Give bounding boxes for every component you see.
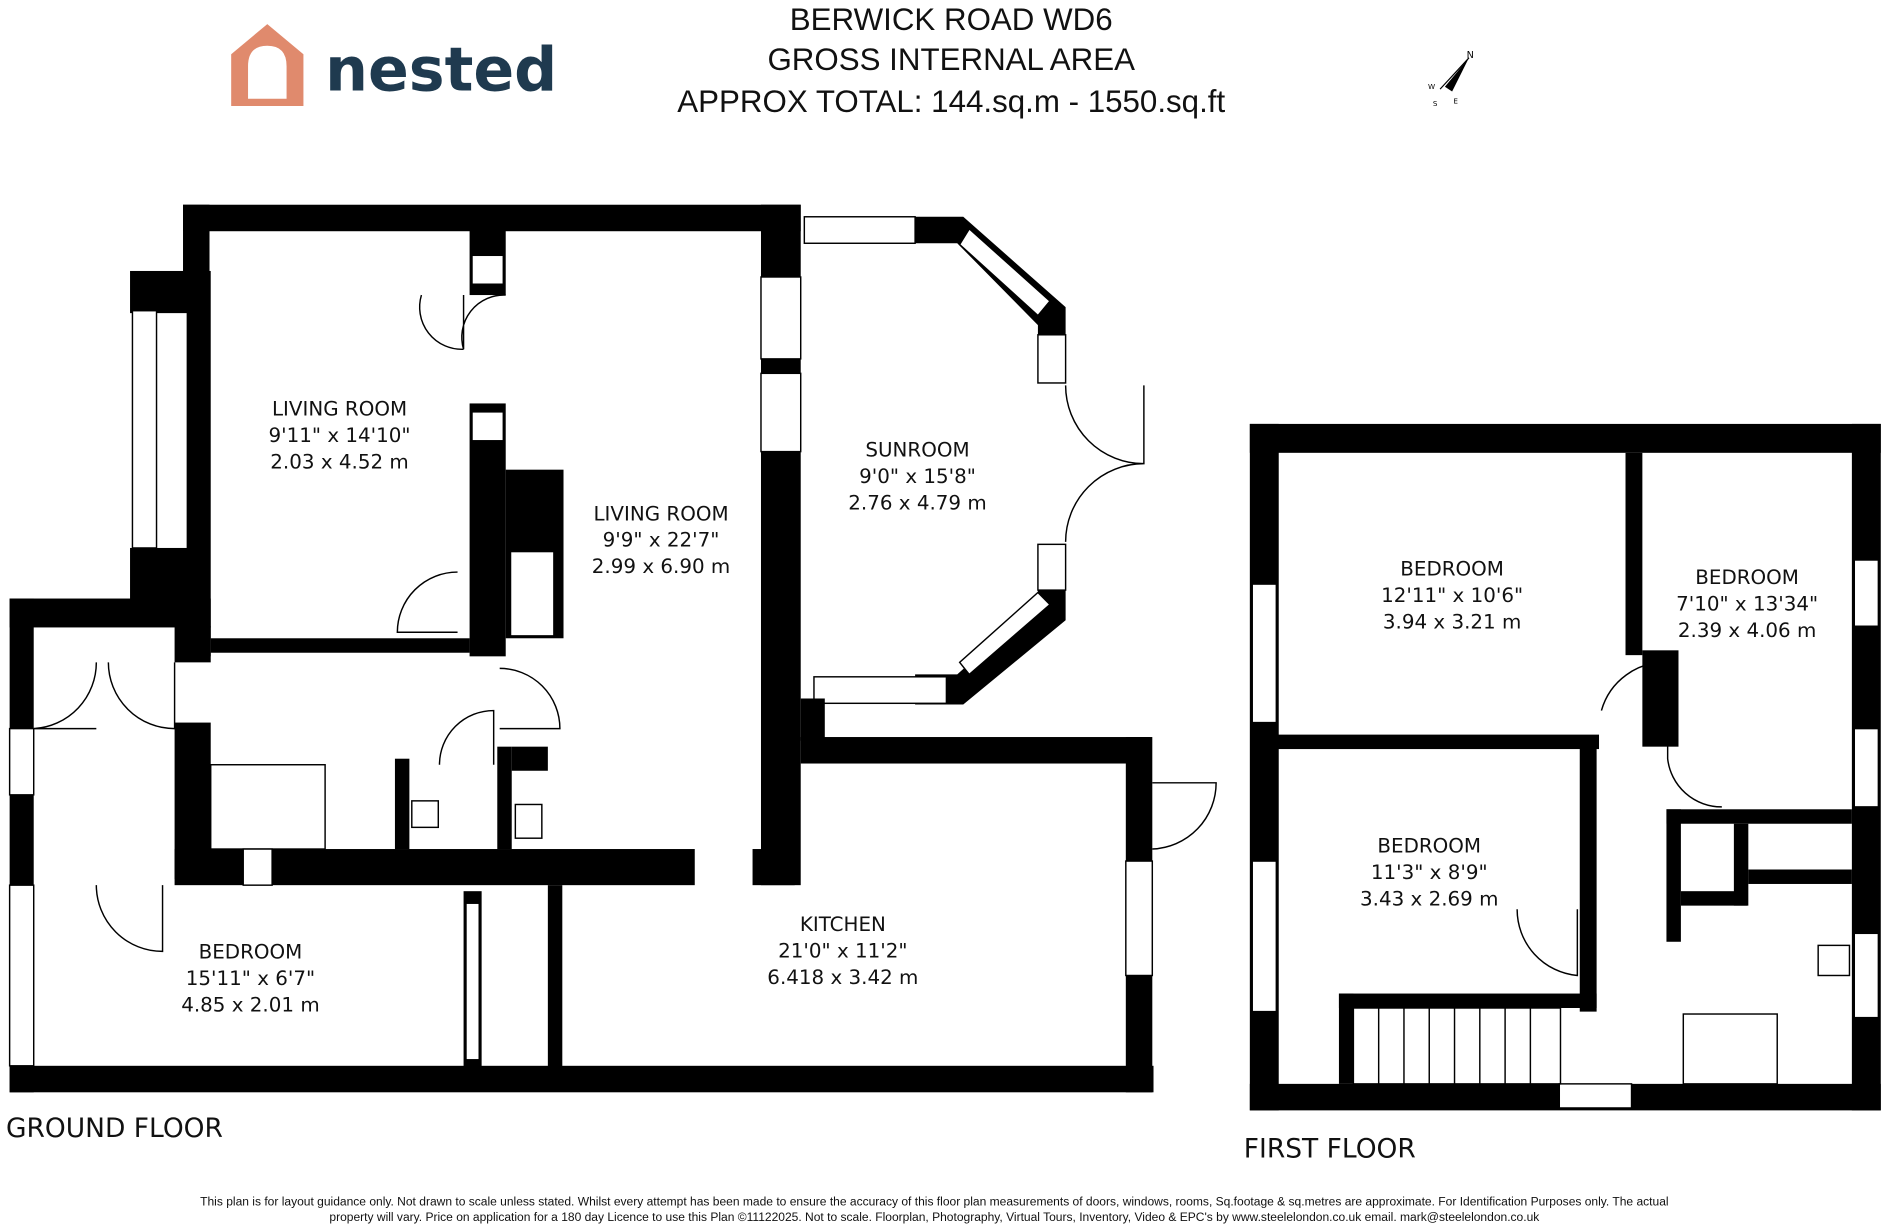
room-metric: 3.94 x 3.21 m: [1383, 611, 1521, 634]
room-label-sunroom: SUNROOM 9'0" x 15'8" 2.76 x 4.79 m: [848, 438, 986, 514]
room-label-bedroom-1: BEDROOM 12'11" x 10'6" 3.94 x 3.21 m: [1381, 558, 1523, 634]
room-imperial: 9'9" x 22'7": [603, 529, 720, 552]
compass-n: N: [1467, 50, 1474, 61]
room-imperial: 7'10" x 13'34": [1676, 593, 1818, 616]
room-imperial: 11'3" x 8'9": [1371, 861, 1488, 884]
room-name: LIVING ROOM: [593, 502, 728, 525]
room-imperial: 15'11" x 6'7": [186, 967, 315, 990]
compass-icon: N W S E: [1428, 50, 1474, 108]
compass-s: S: [1433, 99, 1438, 108]
room-name: LIVING ROOM: [272, 397, 407, 420]
room-name: BEDROOM: [199, 941, 303, 964]
room-name: KITCHEN: [800, 913, 886, 936]
room-label-living-room-2: LIVING ROOM 9'9" x 22'7" 2.99 x 6.90 m: [592, 502, 730, 578]
logo-text: nested: [325, 35, 557, 105]
disclaimer-line-1: This plan is for layout guidance only. N…: [200, 1195, 1668, 1209]
room-name: BEDROOM: [1695, 566, 1799, 589]
room-metric: 2.76 x 4.79 m: [848, 491, 986, 514]
room-metric: 2.99 x 6.90 m: [592, 555, 730, 578]
ground-floor-label: GROUND FLOOR: [6, 1113, 223, 1144]
room-label-living-room-1: LIVING ROOM 9'11" x 14'10" 2.03 x 4.52 m: [269, 397, 411, 473]
room-metric: 3.43 x 2.69 m: [1360, 888, 1498, 911]
first-floor-label: FIRST FLOOR: [1244, 1133, 1416, 1164]
room-label-bedroom-2: BEDROOM 7'10" x 13'34" 2.39 x 4.06 m: [1676, 566, 1818, 642]
nested-logo: nested: [231, 24, 557, 106]
room-imperial: 12'11" x 10'6": [1381, 584, 1523, 607]
compass-w: W: [1428, 82, 1435, 91]
house-icon: [231, 24, 304, 106]
room-metric: 6.418 x 3.42 m: [767, 966, 918, 989]
room-metric: 2.39 x 4.06 m: [1678, 619, 1816, 642]
room-imperial: 21'0" x 11'2": [778, 939, 907, 962]
compass-e: E: [1453, 97, 1458, 106]
room-label-bedroom-3: BEDROOM 11'3" x 8'9" 3.43 x 2.69 m: [1360, 835, 1498, 911]
room-label-bedroom-ground: BEDROOM 15'11" x 6'7" 4.85 x 2.01 m: [181, 941, 319, 1017]
room-name: BEDROOM: [1377, 835, 1481, 858]
area-total: APPROX TOTAL: 144.sq.m - 1550.sq.ft: [677, 84, 1225, 119]
room-label-kitchen: KITCHEN 21'0" x 11'2" 6.418 x 3.42 m: [767, 913, 918, 989]
room-imperial: 9'0" x 15'8": [859, 465, 976, 488]
property-title: BERWICK ROAD WD6: [790, 2, 1113, 37]
ground-floor-plan: [8, 204, 1217, 1093]
room-imperial: 9'11" x 14'10": [269, 424, 411, 447]
disclaimer-line-2: property will vary. Price on application…: [329, 1210, 1540, 1224]
first-floor-plan: [1249, 423, 1881, 1111]
room-name: SUNROOM: [865, 438, 969, 461]
room-name: BEDROOM: [1400, 558, 1504, 581]
room-metric: 4.85 x 2.01 m: [181, 994, 319, 1017]
area-subtitle: GROSS INTERNAL AREA: [767, 42, 1135, 77]
room-metric: 2.03 x 4.52 m: [270, 450, 408, 473]
